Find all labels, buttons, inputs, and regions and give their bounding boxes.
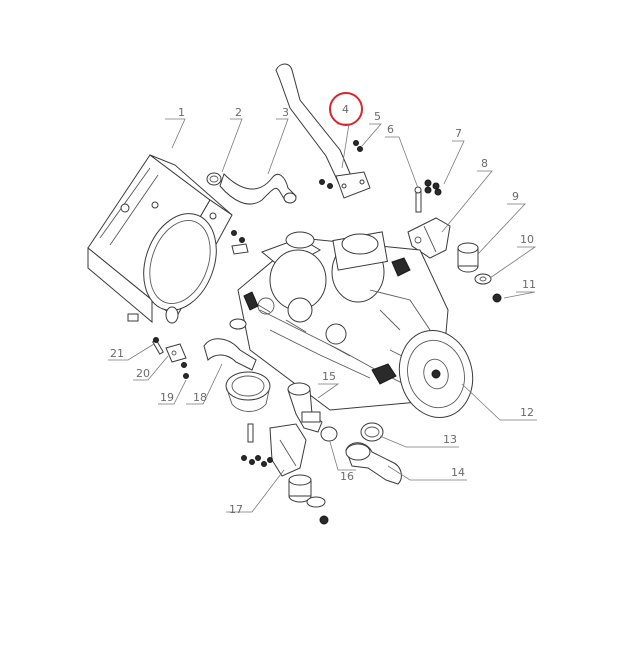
rubber-mount-part[interactable]: [457, 242, 479, 273]
bolt-part-5[interactable]: [319, 140, 363, 189]
bracket-hardware[interactable]: [231, 230, 249, 255]
engine-mount-bracket-part[interactable]: [241, 423, 329, 525]
callout-21: 21: [110, 347, 124, 360]
bolt-part-6[interactable]: [414, 186, 422, 213]
callout-9: 9: [512, 190, 519, 203]
callout-1: 1: [178, 106, 185, 119]
callout-5: 5: [374, 110, 381, 123]
washer-part[interactable]: [474, 273, 492, 285]
callout-8: 8: [481, 157, 488, 170]
engine-assembly[interactable]: [237, 231, 482, 426]
callout-2: 2: [235, 106, 242, 119]
callout-3: 3: [282, 106, 289, 119]
callout-11: 11: [522, 278, 536, 291]
callout-7: 7: [455, 127, 462, 140]
callout-labels: 1 2 3 4 5 6 7 8 9 10 11 12 13 14 15 16 1…: [110, 103, 536, 516]
radiator-part[interactable]: [87, 154, 233, 324]
callout-20: 20: [136, 367, 150, 380]
mounting-plate-part[interactable]: [165, 343, 187, 363]
callout-10: 10: [520, 233, 534, 246]
nut-part-19[interactable]: [181, 362, 189, 379]
hose-clamp-part-16[interactable]: [320, 426, 338, 442]
callout-6: 6: [387, 123, 394, 136]
engine-bracket-part[interactable]: [407, 217, 451, 259]
callout-13: 13: [443, 433, 457, 446]
hose-clamp-part[interactable]: [206, 172, 222, 186]
exhaust-pipe-part[interactable]: [275, 63, 371, 199]
bolt-part-21[interactable]: [152, 337, 164, 355]
callout-17: 17: [229, 503, 243, 516]
callout-12: 12: [520, 406, 534, 419]
intake-elbow-part[interactable]: [287, 382, 323, 433]
coolant-hose-part[interactable]: [219, 173, 297, 205]
elbow-pipe-part[interactable]: [345, 442, 402, 485]
callout-4: 4: [342, 103, 349, 116]
callout-14: 14: [451, 466, 465, 479]
callout-18: 18: [193, 391, 207, 404]
callout-19: 19: [160, 391, 174, 404]
hose-clamp-part-13[interactable]: [360, 422, 384, 442]
nut-part-11[interactable]: [492, 293, 502, 303]
callout-15: 15: [322, 370, 336, 383]
air-hose-part[interactable]: [203, 318, 271, 412]
nut-cluster-part-7[interactable]: [424, 179, 442, 196]
highlight-circle: [329, 92, 363, 126]
callout-16: 16: [340, 470, 354, 483]
